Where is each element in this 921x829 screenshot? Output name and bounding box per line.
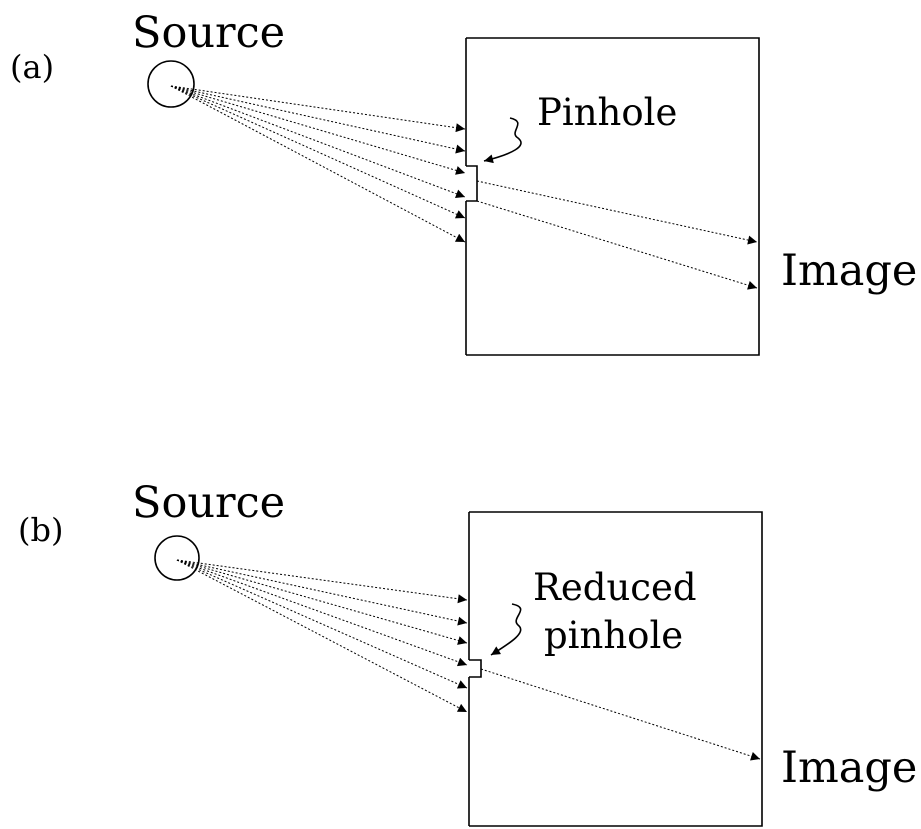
incident-ray-b-6 xyxy=(176,559,468,713)
panel-label-b: (b) xyxy=(18,511,63,549)
incident-ray-b-3 xyxy=(176,559,468,645)
camera-box-b xyxy=(468,511,763,827)
image-label-a: Image xyxy=(781,246,917,296)
transmitted-rays-b xyxy=(480,668,761,761)
pinhole-label-b-line1: Reduced xyxy=(533,566,697,609)
camera-box-a xyxy=(465,37,760,356)
source-label-b: Source xyxy=(132,478,285,528)
camera-box-outline-b xyxy=(469,511,763,827)
pinhole-label-a: Pinhole xyxy=(537,91,677,134)
incident-ray-b-2 xyxy=(176,559,468,626)
incident-ray-a-4 xyxy=(170,85,466,199)
transmitted-ray-b-1 xyxy=(480,668,761,761)
incident-ray-b-5 xyxy=(176,559,468,689)
incident-ray-a-1 xyxy=(170,85,466,133)
transmitted-ray-a-1 xyxy=(476,180,758,245)
incident-rays-a xyxy=(170,85,466,243)
incident-ray-b-4 xyxy=(176,559,468,667)
source-label-a: Source xyxy=(132,8,285,58)
incident-rays-b xyxy=(176,559,468,713)
pinhole-aperture-a xyxy=(466,165,478,202)
panel-a: (a) Source Pinhole Image xyxy=(10,8,917,356)
pinhole-pointer-b xyxy=(490,603,522,656)
image-label-b: Image xyxy=(781,743,917,793)
pinhole-pointer-a xyxy=(483,117,522,164)
transmitted-rays-a xyxy=(476,180,758,290)
panel-b: (b) Source Reduced pinhole Image xyxy=(18,478,917,827)
incident-ray-a-3 xyxy=(170,85,466,175)
panel-label-a: (a) xyxy=(10,48,54,86)
incident-ray-a-5 xyxy=(170,85,466,219)
light-source-b xyxy=(154,535,200,581)
transmitted-ray-a-2 xyxy=(476,200,758,290)
incident-ray-a-6 xyxy=(170,85,466,243)
incident-ray-b-1 xyxy=(176,559,468,604)
camera-box-outline-a xyxy=(466,37,760,356)
light-source-a xyxy=(147,60,195,108)
pinhole-label-b-line2: pinhole xyxy=(544,614,683,657)
pinhole-aperture-b xyxy=(469,659,482,678)
